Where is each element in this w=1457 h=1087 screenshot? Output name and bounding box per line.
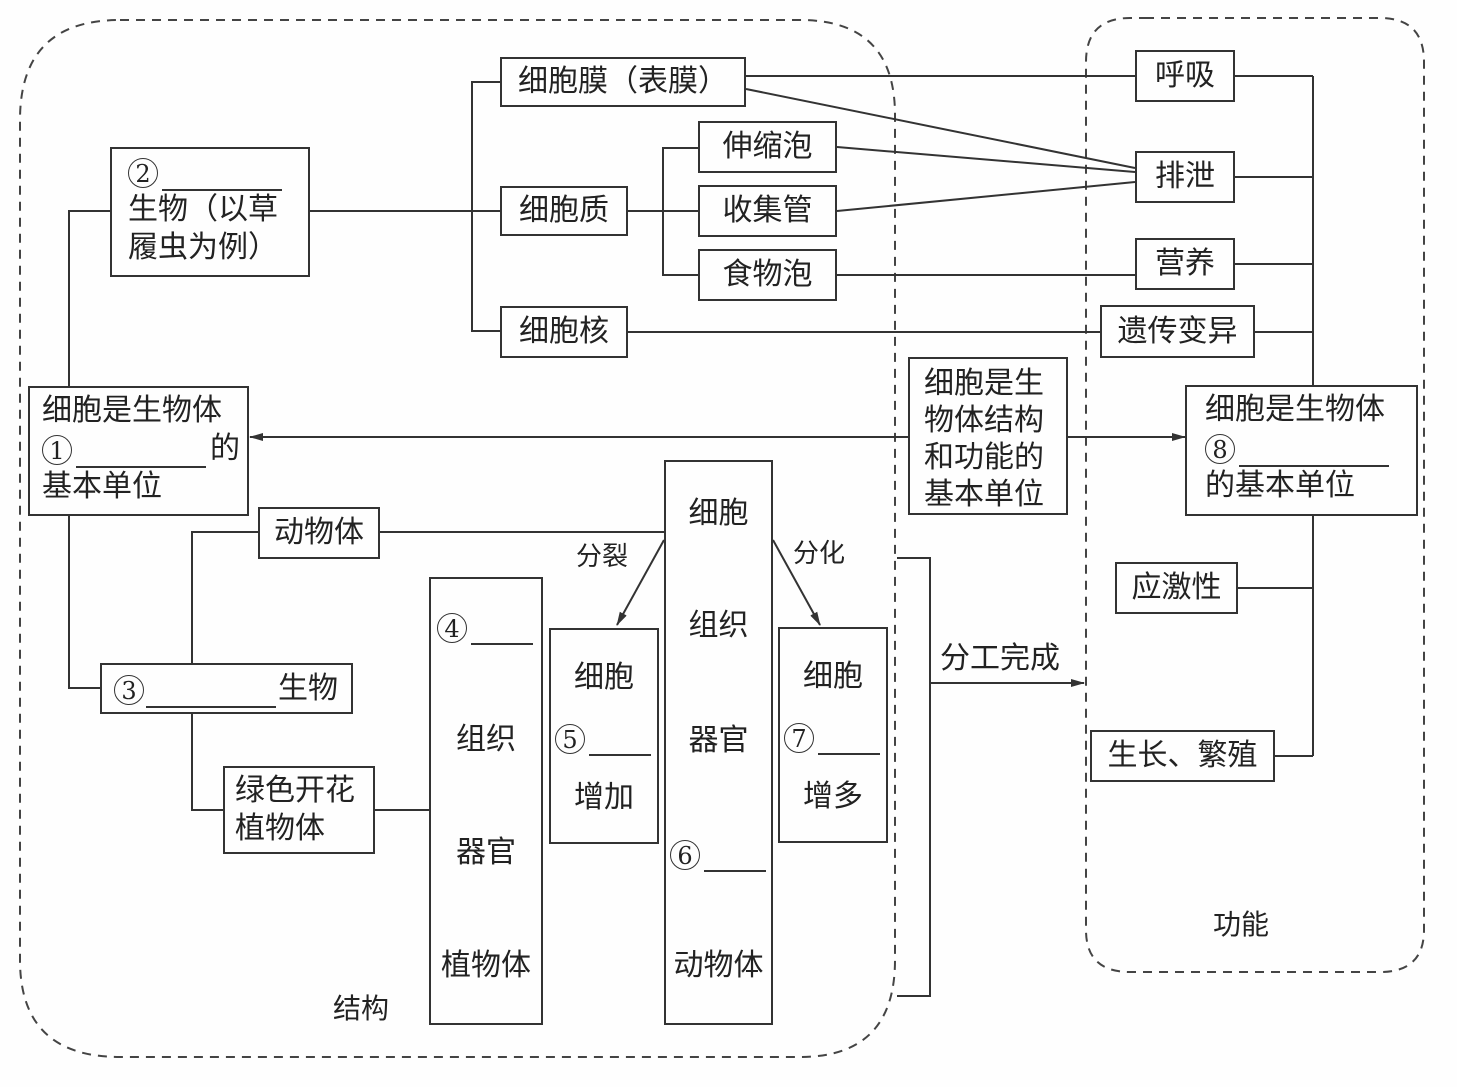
unit-1-after-blank: 的 bbox=[210, 431, 240, 466]
division-edge-label: 分裂 bbox=[576, 542, 629, 572]
division-increase-label: 增加 bbox=[574, 780, 634, 815]
heredity-variation-box: 遗传变异 bbox=[1100, 305, 1255, 358]
animal-body-label: 动物体 bbox=[673, 948, 764, 983]
plant-body-line1: 绿色开花 bbox=[235, 773, 355, 808]
connector bbox=[191, 714, 223, 811]
blank-number: 4 bbox=[437, 613, 467, 643]
plant-organ-label: 器官 bbox=[456, 835, 516, 870]
division-cell-label: 细胞 bbox=[574, 660, 634, 695]
center-unit-line3: 和功能的 bbox=[924, 440, 1044, 475]
answer-blank-8[interactable] bbox=[1239, 435, 1389, 467]
connector bbox=[471, 81, 500, 332]
differentiation-cell-label: 细胞 bbox=[803, 659, 863, 694]
connector bbox=[662, 147, 698, 276]
cell-membrane-box: 细胞膜（表膜） bbox=[500, 57, 746, 107]
blank-number: 2 bbox=[128, 158, 158, 188]
center-unit-line2: 物体结构 bbox=[924, 403, 1044, 438]
nucleus-box: 细胞核 bbox=[500, 306, 628, 358]
nutrition-box: 营养 bbox=[1135, 238, 1235, 290]
organism-2-line2: 履虫为例） bbox=[128, 230, 278, 265]
center-unit-line4: 基本单位 bbox=[924, 477, 1044, 512]
differentiation-more-label: 增多 bbox=[803, 779, 863, 814]
answer-blank-1[interactable] bbox=[76, 436, 206, 468]
animal-body-box: 动物体 bbox=[258, 507, 380, 559]
connector bbox=[68, 515, 100, 689]
connector bbox=[191, 531, 258, 663]
answer-blank-7[interactable] bbox=[818, 723, 880, 755]
cytoplasm-box: 细胞质 bbox=[500, 186, 628, 236]
animal-organ-label: 器官 bbox=[688, 723, 749, 758]
answer-blank-5[interactable] bbox=[589, 724, 651, 756]
cell-differentiation-result-box: 细胞 7 增多 bbox=[778, 627, 888, 843]
growth-reproduction-box: 生长、繁殖 bbox=[1090, 730, 1275, 782]
structure-region-label: 结构 bbox=[333, 992, 390, 1025]
plant-body-line2: 植物体 bbox=[235, 811, 325, 846]
connector bbox=[836, 181, 1136, 212]
basic-unit-8-box: 细胞是生物体 8 的基本单位 bbox=[1185, 385, 1418, 516]
function-region-label: 功能 bbox=[1213, 908, 1270, 941]
blank-number: 6 bbox=[670, 840, 700, 870]
blank-number: 8 bbox=[1205, 434, 1235, 464]
organism-2-box: 2 生物（以草 履虫为例） bbox=[110, 147, 310, 277]
connector bbox=[745, 88, 1136, 169]
blank-number: 1 bbox=[42, 435, 72, 465]
unit-8-line3: 的基本单位 bbox=[1205, 468, 1355, 503]
unit-1-line1: 细胞是生物体 bbox=[42, 393, 222, 428]
excretion-box: 排泄 bbox=[1135, 151, 1235, 203]
plant-tissue-label: 组织 bbox=[456, 722, 516, 757]
blank-number: 7 bbox=[784, 723, 814, 753]
cell-division-result-box: 细胞 5 增加 bbox=[549, 628, 659, 844]
differentiation-edge-label: 分化 bbox=[793, 539, 846, 569]
animal-tissue-label: 组织 bbox=[688, 608, 749, 643]
plant-body-label: 植物体 bbox=[441, 948, 531, 983]
organism-2-line1: 生物（以草 bbox=[128, 192, 278, 227]
irritability-box: 应激性 bbox=[1115, 562, 1238, 614]
blank-number: 5 bbox=[555, 724, 585, 754]
contractile-vacuole-box: 伸缩泡 bbox=[698, 121, 837, 173]
respiration-box: 呼吸 bbox=[1135, 50, 1235, 102]
blank-number: 3 bbox=[114, 675, 144, 705]
division-of-labor-label: 分工完成 bbox=[940, 641, 1060, 676]
center-unit-line1: 细胞是生 bbox=[924, 366, 1044, 401]
unit-1-line3: 基本单位 bbox=[42, 469, 162, 504]
animal-cell-label: 细胞 bbox=[688, 496, 749, 531]
connector bbox=[836, 146, 1136, 173]
answer-blank-4[interactable] bbox=[471, 613, 533, 645]
connector bbox=[897, 557, 931, 997]
food-vacuole-box: 食物泡 bbox=[698, 249, 837, 301]
answer-blank-6[interactable] bbox=[704, 840, 766, 872]
division-arrow bbox=[616, 539, 665, 626]
connector bbox=[68, 210, 110, 386]
structure-region-border bbox=[19, 19, 896, 1058]
organism-3-suffix: 生物 bbox=[278, 671, 338, 706]
animal-hierarchy-column: 细胞 组织 器官 6 动物体 bbox=[664, 460, 773, 1025]
collecting-canal-box: 收集管 bbox=[698, 185, 837, 237]
differentiation-arrow bbox=[772, 539, 821, 626]
function-region-border bbox=[1085, 17, 1425, 973]
organism-3-box: 3 生物 bbox=[100, 663, 353, 714]
structure-function-unit-box: 细胞是生 物体结构 和功能的 基本单位 bbox=[908, 357, 1068, 515]
basic-unit-1-box: 细胞是生物体 1 的 基本单位 bbox=[28, 386, 249, 516]
flowering-plant-box: 绿色开花 植物体 bbox=[223, 766, 375, 854]
answer-blank-3[interactable] bbox=[146, 676, 276, 708]
plant-hierarchy-column: 4 组织 器官 植物体 bbox=[429, 577, 543, 1025]
unit-8-line1: 细胞是生物体 bbox=[1205, 392, 1385, 427]
answer-blank-2[interactable] bbox=[162, 159, 282, 191]
